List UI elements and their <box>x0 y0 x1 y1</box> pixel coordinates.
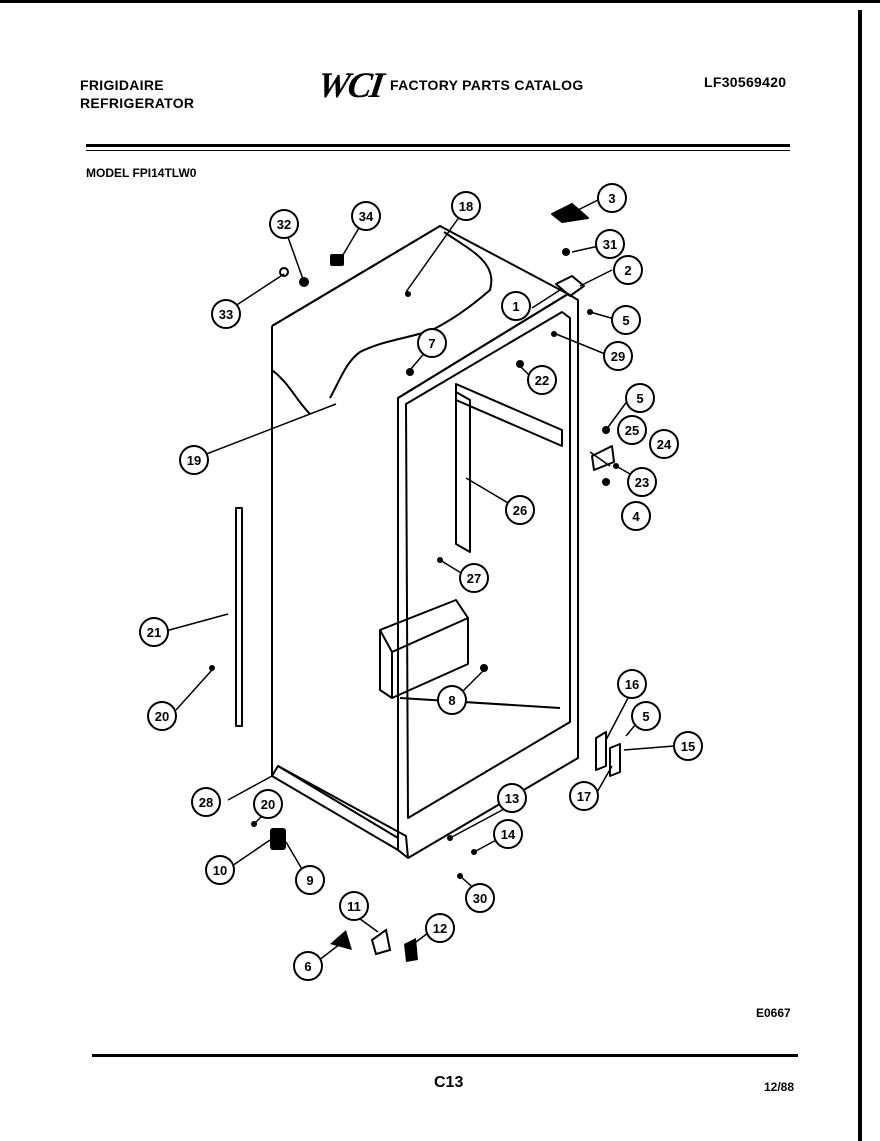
cabinet-lines <box>235 203 621 859</box>
callout-label: 31 <box>603 237 617 252</box>
callout-17: 17 <box>569 781 599 811</box>
callout-label: 5 <box>642 709 649 724</box>
frame-right-edge <box>858 10 862 1141</box>
callout-23: 23 <box>627 467 657 497</box>
callout-5-c: 5 <box>631 701 661 731</box>
callout-label: 1 <box>512 299 519 314</box>
callout-8: 8 <box>437 685 467 715</box>
callout-label: 33 <box>219 307 233 322</box>
callout-label: 15 <box>681 739 695 754</box>
callout-label: 20 <box>155 709 169 724</box>
callout-label: 14 <box>501 827 516 842</box>
callout-27: 27 <box>459 563 489 593</box>
header-rule-thin <box>86 150 790 151</box>
callout-21: 21 <box>139 617 169 647</box>
callout-10: 10 <box>205 855 235 885</box>
footer-rule <box>92 1054 798 1057</box>
callout-label: 9 <box>306 873 313 888</box>
small-parts <box>209 248 619 962</box>
callout-label: 12 <box>433 921 447 936</box>
callout-20-a: 20 <box>147 701 177 731</box>
callout-label: 28 <box>199 795 213 810</box>
callout-label: 34 <box>359 209 374 224</box>
callout-label: 10 <box>213 863 227 878</box>
callout-label: 5 <box>622 313 629 328</box>
callout-32: 32 <box>269 209 299 239</box>
callout-label: 21 <box>147 625 161 640</box>
callout-25: 25 <box>617 415 647 445</box>
callout-bubbles: 1 2 3 4 5 5 5 6 7 8 9 10 11 12 13 14 15 … <box>139 183 703 981</box>
callout-33: 33 <box>211 299 241 329</box>
callout-22: 22 <box>527 365 557 395</box>
callout-4: 4 <box>621 501 651 531</box>
callout-label: 17 <box>577 789 591 804</box>
callout-label: 11 <box>347 899 361 914</box>
callout-15: 15 <box>673 731 703 761</box>
callout-19: 19 <box>179 445 209 475</box>
callout-11: 11 <box>339 891 369 921</box>
callout-label: 8 <box>448 693 455 708</box>
callout-12: 12 <box>425 913 455 943</box>
callout-29: 29 <box>603 341 633 371</box>
callout-label: 3 <box>608 191 615 206</box>
brand-block: FRIGIDAIRE REFRIGERATOR <box>80 76 194 112</box>
revision-date: 12/88 <box>764 1080 795 1094</box>
callout-20-b: 20 <box>253 789 283 819</box>
catalog-title: FACTORY PARTS CATALOG <box>390 77 584 93</box>
callout-30: 30 <box>465 883 495 913</box>
callout-label: 29 <box>611 349 625 364</box>
brand-line-1: FRIGIDAIRE <box>80 77 164 93</box>
header-rule-thick <box>86 144 790 147</box>
catalog-number: LF30569420 <box>704 74 787 90</box>
callout-6: 6 <box>293 951 323 981</box>
callout-16: 16 <box>617 669 647 699</box>
brand-line-2: REFRIGERATOR <box>80 95 195 111</box>
callout-7: 7 <box>417 328 447 358</box>
callout-14: 14 <box>493 819 523 849</box>
callout-label: 2 <box>624 263 631 278</box>
callout-label: 5 <box>636 391 643 406</box>
model-label: MODEL FPI14TLW0 <box>86 166 197 180</box>
callout-label: 27 <box>467 571 481 586</box>
callout-label: 23 <box>635 475 649 490</box>
callout-label: 18 <box>459 199 473 214</box>
callout-9: 9 <box>295 865 325 895</box>
callout-3: 3 <box>597 183 627 213</box>
frame-top-edge <box>0 0 880 3</box>
callout-5-b: 5 <box>625 383 655 413</box>
callout-label: 26 <box>513 503 527 518</box>
catalog-title-block: WCI FACTORY PARTS CATALOG <box>315 64 584 106</box>
callout-label: 16 <box>625 677 639 692</box>
callout-18: 18 <box>451 191 481 221</box>
callout-2: 2 <box>613 255 643 285</box>
callout-34: 34 <box>351 201 381 231</box>
callout-label: 25 <box>625 423 639 438</box>
callout-28: 28 <box>191 787 221 817</box>
callout-label: 20 <box>261 797 275 812</box>
callout-1: 1 <box>501 291 531 321</box>
callout-24: 24 <box>649 429 679 459</box>
diagram-code: E0667 <box>756 1006 791 1020</box>
callout-label: 32 <box>277 217 291 232</box>
callout-label: 4 <box>632 509 640 524</box>
callout-label: 13 <box>505 791 519 806</box>
callout-label: 19 <box>187 453 201 468</box>
callout-31: 31 <box>595 229 625 259</box>
callout-26: 26 <box>505 495 535 525</box>
callout-label: 30 <box>473 891 487 906</box>
callout-label: 7 <box>428 336 435 351</box>
page-number: C13 <box>434 1074 464 1091</box>
callout-5-a: 5 <box>611 305 641 335</box>
callout-label: 22 <box>535 373 549 388</box>
callout-label: 6 <box>304 959 311 974</box>
callout-13: 13 <box>497 783 527 813</box>
callout-label: 24 <box>657 437 672 452</box>
